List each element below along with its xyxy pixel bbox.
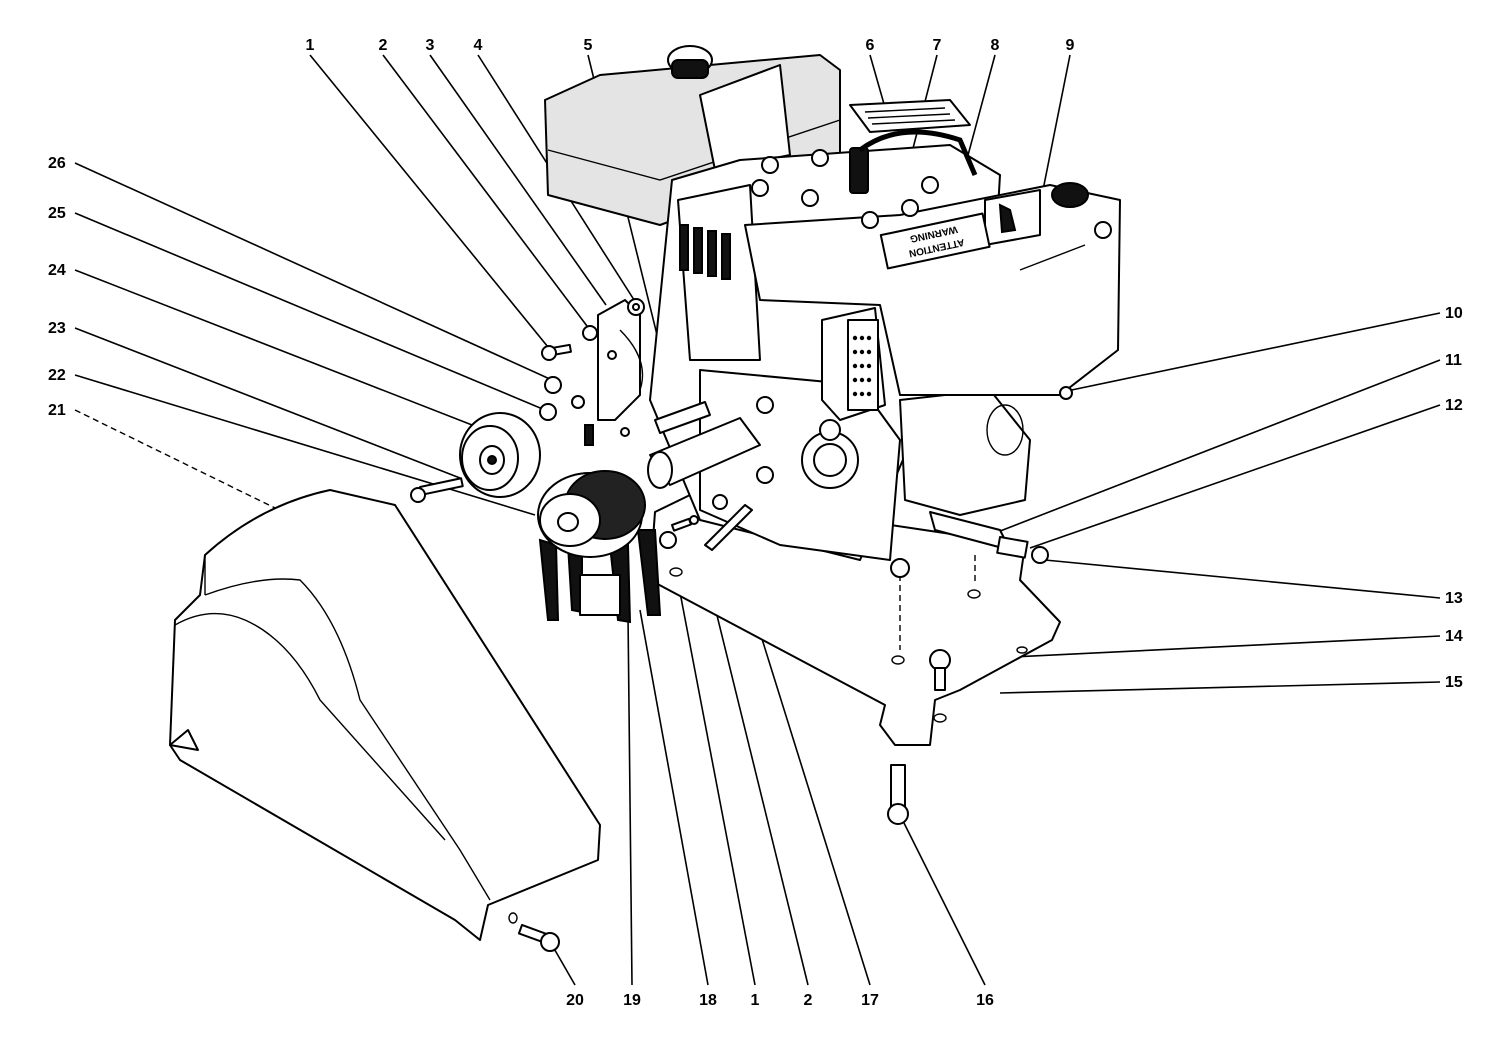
callout-8: 8 [991, 37, 1000, 54]
callout-2-top: 2 [379, 37, 388, 54]
callout-25: 25 [48, 205, 66, 222]
idler-pulley [459, 412, 541, 498]
engine-pulley [537, 470, 662, 624]
muffler-holes [852, 335, 872, 397]
callout-labels: 1 2 3 4 5 6 7 8 9 10 11 12 13 14 15 16 1… [48, 37, 1463, 1009]
crankshaft [647, 401, 761, 489]
callout-1-top: 1 [306, 37, 315, 54]
callout-17: 17 [861, 992, 879, 1009]
hardware [410, 298, 1073, 952]
callout-14: 14 [1445, 628, 1463, 645]
callout-18: 18 [699, 992, 717, 1009]
leader-lines [74, 54, 1441, 986]
callout-15: 15 [1445, 674, 1463, 691]
idler-bracket [584, 299, 644, 446]
callout-12: 12 [1445, 397, 1463, 414]
head-bolts [751, 149, 939, 229]
callout-5: 5 [584, 37, 593, 54]
callout-10: 10 [1445, 305, 1463, 322]
callout-1-bottom: 1 [751, 992, 760, 1009]
callout-7: 7 [933, 37, 942, 54]
callout-19: 19 [623, 992, 641, 1009]
cooling-fins [679, 224, 731, 280]
callout-3: 3 [426, 37, 435, 54]
engine: WARNING ATTENTION [544, 45, 1121, 561]
callout-9: 9 [1066, 37, 1075, 54]
callout-23: 23 [48, 320, 66, 337]
callout-20: 20 [566, 992, 584, 1009]
callout-16: 16 [976, 992, 994, 1009]
callout-11: 11 [1445, 352, 1462, 369]
callout-26: 26 [48, 155, 66, 172]
callout-24: 24 [48, 262, 66, 279]
callout-6: 6 [866, 37, 875, 54]
callout-13: 13 [1445, 590, 1463, 607]
warning-decal: WARNING ATTENTION [879, 212, 991, 270]
callout-2-bottom: 2 [804, 992, 813, 1009]
callout-22: 22 [48, 367, 66, 384]
callout-4: 4 [474, 37, 483, 54]
callout-21: 21 [48, 402, 66, 419]
belt-guard [169, 489, 601, 941]
